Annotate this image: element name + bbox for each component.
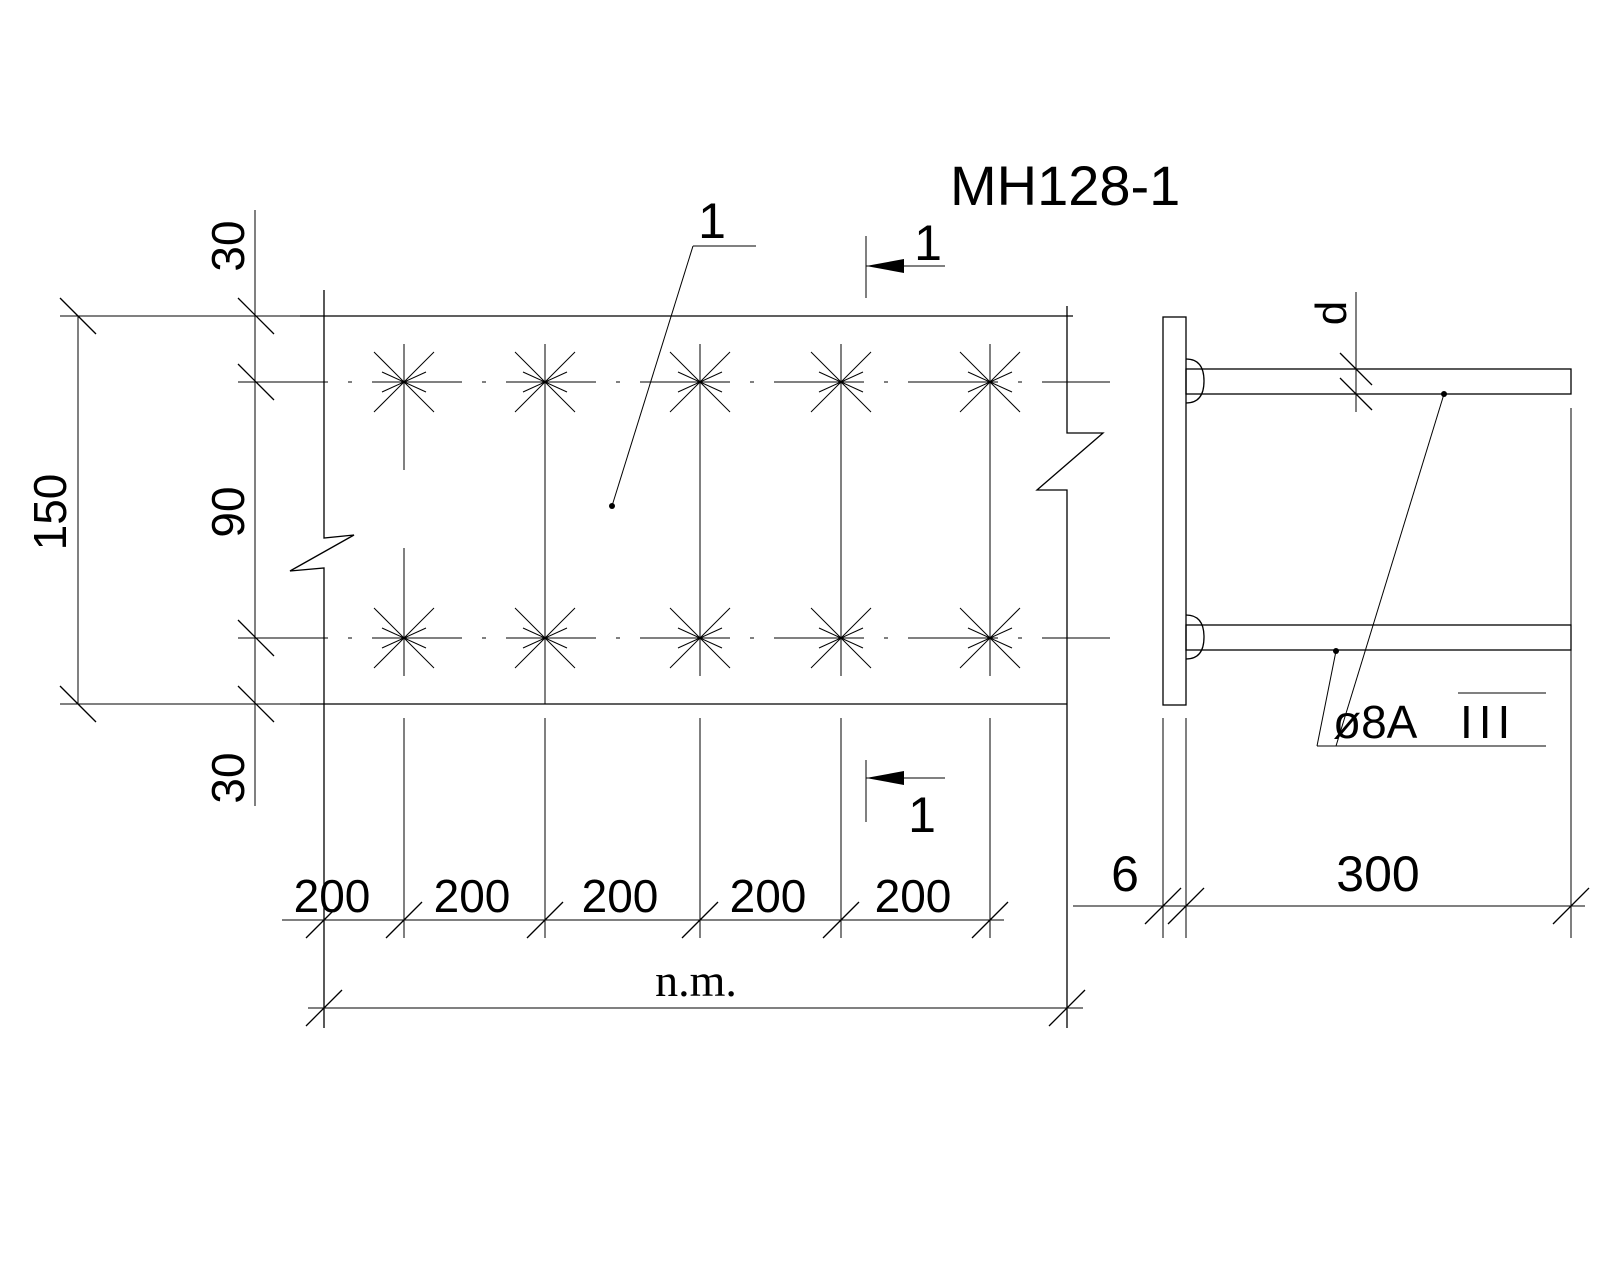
dim-spacing: 200: [294, 870, 371, 922]
weld-marks: [373, 344, 1021, 676]
weld-mark: [514, 344, 576, 420]
plan-view: 1 1 1: [238, 193, 1110, 1028]
weld-mark: [373, 600, 435, 676]
section-view: d ø8А III 6 300: [1073, 292, 1590, 938]
weld-bead-bottom: [1185, 614, 1205, 660]
rebar-spec-prefix: ø8А: [1333, 696, 1418, 748]
dim-90: 90: [202, 486, 254, 537]
dim-tick: [822, 901, 860, 939]
dim-spacing: 200: [434, 870, 511, 922]
weld-bead-top: [1185, 358, 1205, 404]
plate-section: [1162, 316, 1187, 706]
dim-tick: [305, 901, 343, 939]
dim-spacing: 200: [730, 870, 807, 922]
section-marker-bottom: 1: [865, 760, 945, 843]
right-break-line: [1035, 306, 1105, 1028]
anchor-bar-top: [1185, 368, 1572, 395]
part-callout: 1: [609, 193, 756, 509]
dim-150: 150: [24, 474, 76, 551]
section-marker-top: 1: [865, 215, 945, 298]
callout-number: 1: [698, 193, 726, 249]
dim-tick: [971, 901, 1009, 939]
drawing-title: МН128-1: [950, 154, 1180, 217]
svg-text:III: III: [1460, 696, 1516, 748]
dim-30-top: 30: [202, 220, 254, 271]
anchor-bar-bottom: [1185, 624, 1572, 651]
weld-mark: [669, 600, 731, 676]
dim-tick: [385, 901, 423, 939]
dim-tick: [681, 901, 719, 939]
weld-mark: [373, 344, 435, 420]
weld-mark: [810, 344, 872, 420]
rebar-grade: III: [1458, 692, 1546, 748]
weld-mark: [669, 344, 731, 420]
left-dimensions: 150 30 90 30: [24, 210, 324, 806]
weld-mark: [514, 600, 576, 676]
dim-30-bottom: 30: [202, 752, 254, 803]
dim-anchor-length: 300: [1336, 846, 1419, 902]
bottom-dimensions: 200 200 200 200 200 n.m.: [282, 718, 1086, 1027]
svg-text:1: 1: [908, 787, 936, 843]
svg-text:1: 1: [914, 215, 942, 271]
dim-spacing: 200: [875, 870, 952, 922]
weld-mark: [959, 344, 1021, 420]
callout-dot: [609, 503, 615, 509]
weld-mark: [810, 600, 872, 676]
dim-tick: [526, 901, 564, 939]
dim-plate-thickness: 6: [1111, 846, 1139, 902]
dim-total-length: n.m.: [655, 955, 737, 1006]
dim-spacing: 200: [582, 870, 659, 922]
weld-mark: [959, 600, 1021, 676]
left-break-line: [289, 290, 355, 1028]
anchor-column-lines: [403, 385, 991, 704]
dim-bar-diameter: d: [1307, 301, 1356, 325]
